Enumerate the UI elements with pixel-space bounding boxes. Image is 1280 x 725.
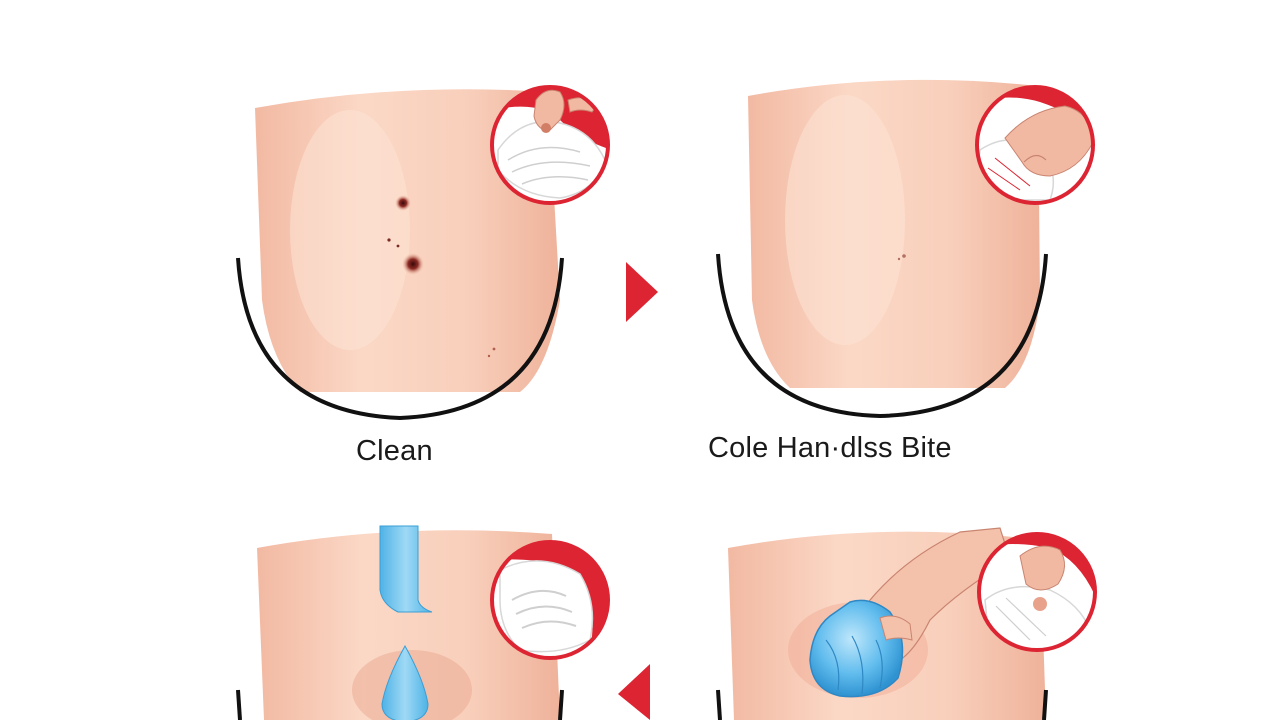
step-2-caption: Cole Han·dlss Bite — [708, 432, 952, 464]
panel-step-3 — [236, 525, 610, 725]
skin-highlight — [290, 110, 410, 350]
skin-patch — [257, 530, 560, 720]
hand-wiping-cloth-icon — [533, 89, 565, 133]
inset-circle — [490, 85, 610, 205]
outline-arc — [236, 257, 564, 421]
bite-mark — [402, 253, 424, 275]
panel-step-1 — [236, 85, 610, 421]
step-1-caption: Clean — [356, 435, 433, 467]
outline-arc — [716, 253, 1048, 419]
outline-arc — [236, 689, 564, 721]
panel-step-2 — [716, 79, 1095, 419]
hand-wiping-cloth-icon — [511, 589, 577, 629]
bite-mark — [395, 195, 411, 211]
inset-circle — [975, 85, 1095, 205]
ice-pack-icon — [809, 599, 904, 698]
faint-mark — [902, 254, 906, 258]
inset-circle — [977, 532, 1097, 652]
water-stream — [379, 525, 433, 613]
bite-dot — [396, 244, 400, 248]
faint-mark — [897, 257, 901, 261]
hand-pinching-cloth-icon — [1019, 545, 1065, 591]
bite-dot — [487, 354, 491, 358]
inset-circle — [490, 540, 610, 660]
bite-dot — [492, 347, 496, 351]
outline-arc — [716, 689, 1048, 721]
panel-step-4 — [716, 527, 1097, 721]
skin-highlight — [785, 95, 905, 345]
arrow-right-icon — [626, 262, 658, 322]
bite-dot — [387, 238, 391, 242]
arrow-left-icon — [618, 664, 650, 720]
